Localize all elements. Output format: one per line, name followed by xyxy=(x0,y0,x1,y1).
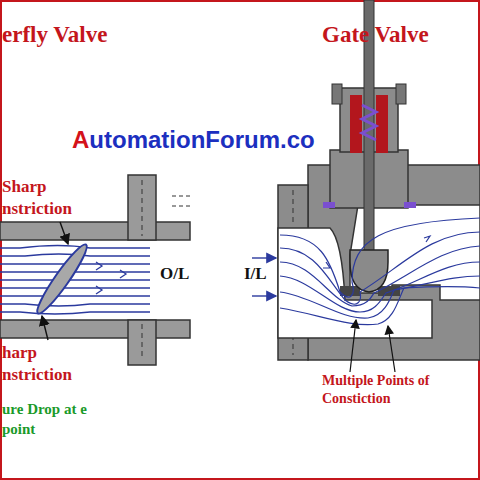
packing xyxy=(376,95,388,153)
leader-arrow xyxy=(42,316,48,340)
packing xyxy=(350,95,362,153)
flow-chevron xyxy=(96,286,102,294)
flange xyxy=(128,320,156,365)
flow-line xyxy=(0,295,150,296)
leader-arrow xyxy=(60,222,68,244)
flow-line xyxy=(280,287,480,325)
heading: erfly Valve xyxy=(2,20,107,50)
bolt xyxy=(332,84,342,104)
inlet-arrow xyxy=(252,257,276,258)
butterfly-disc xyxy=(32,241,92,318)
butterfly-valve xyxy=(0,175,190,365)
flow-chevron xyxy=(323,262,330,268)
flow-line xyxy=(0,312,150,314)
leader-arrow xyxy=(350,320,356,372)
callout-text: harp nstriction xyxy=(2,342,92,386)
watermark: AutomationForum.co xyxy=(72,124,315,155)
flow-line xyxy=(0,287,150,288)
pipe-wall xyxy=(0,320,190,338)
flow-line xyxy=(280,246,480,306)
flange xyxy=(128,175,156,240)
flow-chevron xyxy=(96,262,102,270)
flow-line xyxy=(280,232,480,304)
flow-chevron xyxy=(424,236,430,242)
pipe-wall xyxy=(0,222,190,240)
inlet-arrow xyxy=(252,295,276,296)
bolt-line xyxy=(142,180,143,236)
valve-seat xyxy=(378,286,400,296)
callout-text: Multiple Points of Constiction xyxy=(322,372,472,408)
spring xyxy=(362,105,376,140)
port-label: I/L xyxy=(244,263,267,285)
bolt-line xyxy=(142,324,143,360)
flow-lines xyxy=(280,218,480,325)
gasket xyxy=(404,202,416,208)
heading: Gate Valve xyxy=(322,20,429,50)
bolt xyxy=(396,84,406,104)
gasket xyxy=(323,202,335,208)
callout-text: Sharp nstriction xyxy=(2,176,102,220)
port-label: O/L xyxy=(160,263,189,285)
gate-valve xyxy=(252,0,480,372)
flow-chevron xyxy=(120,270,126,278)
flow-line xyxy=(0,304,150,306)
leader-arrow xyxy=(388,326,395,372)
bolt-line xyxy=(172,206,190,207)
flow-line xyxy=(0,246,150,249)
bolt-line xyxy=(172,196,190,197)
flow-line xyxy=(0,279,150,280)
note-text: ure Drop at e point xyxy=(2,400,92,439)
bolt-line xyxy=(293,190,294,222)
flow-line xyxy=(280,276,480,318)
